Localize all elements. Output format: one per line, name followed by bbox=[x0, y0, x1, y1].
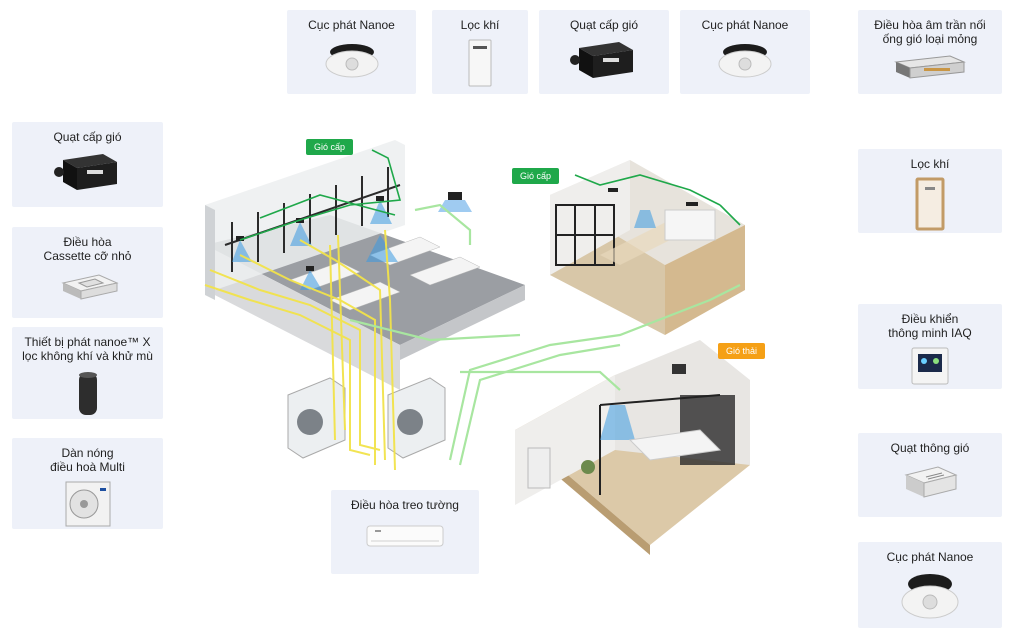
lobby-room-illustration bbox=[515, 340, 750, 555]
meeting-room-illustration bbox=[550, 160, 745, 335]
nanoe-x-device-icon bbox=[78, 372, 97, 415]
card-label: Dàn nóng điều hoà Multi bbox=[50, 446, 125, 474]
fresh-air-fan-icon bbox=[570, 42, 633, 78]
nanoe-generator-icon bbox=[325, 44, 378, 78]
iaq-controller-icon bbox=[911, 347, 949, 385]
air-purifier-icon bbox=[915, 177, 945, 231]
card-label: Quạt cấp gió bbox=[53, 130, 122, 144]
airflow-lines bbox=[349, 203, 741, 466]
card-label: Điều hòa treo tường bbox=[351, 498, 459, 512]
wall-ac-icon bbox=[366, 525, 444, 547]
refrigerant-piping bbox=[204, 229, 396, 471]
card-right-air-purifier[interactable]: Lọc khí bbox=[858, 149, 1002, 233]
air-purifier-icon bbox=[468, 39, 492, 87]
nanoe-generator-icon bbox=[718, 44, 772, 78]
card-left-nanoe-x-device[interactable]: Thiết bị phát nanoe™ X lọc không khí và … bbox=[12, 327, 163, 419]
outdoor-unit-icon bbox=[65, 481, 110, 527]
card-label: Quạt thông gió bbox=[890, 441, 970, 455]
card-label: Điều khiển thông minh IAQ bbox=[888, 312, 972, 340]
ventilation-fan-icon bbox=[904, 466, 958, 498]
outdoor-unit-2 bbox=[387, 377, 446, 459]
card-right-nanoe-generator[interactable]: Cục phát Nanoe bbox=[858, 542, 1002, 628]
card-wall-mounted-ac[interactable]: Điều hòa treo tường bbox=[331, 490, 479, 574]
card-label: Cục phát Nanoe bbox=[886, 550, 974, 564]
fresh-air-fan-icon bbox=[53, 154, 117, 190]
card-top-nanoe-generator-2[interactable]: Cục phát Nanoe bbox=[680, 10, 810, 94]
supply-air-tag-office: Gió cấp bbox=[306, 139, 354, 155]
cassette-ac-icon bbox=[60, 274, 119, 300]
card-left-multi-outdoor-unit[interactable]: Dàn nóng điều hoà Multi bbox=[12, 438, 163, 529]
exhaust-air-tag: Gió thải bbox=[718, 343, 766, 359]
supply-air-duct bbox=[239, 149, 741, 241]
card-label: Điều hòa âm trần nối ống gió loại mỏng bbox=[874, 18, 986, 46]
card-top-nanoe-generator-1[interactable]: Cục phát Nanoe bbox=[287, 10, 416, 94]
card-top-air-purifier[interactable]: Lọc khí bbox=[432, 10, 528, 94]
card-label: Lọc khí bbox=[910, 157, 950, 171]
ducted-ac-icon bbox=[894, 55, 966, 79]
card-label: Thiết bị phát nanoe™ X lọc không khí và … bbox=[22, 335, 153, 363]
open-office-illustration bbox=[205, 140, 525, 390]
outdoor-unit-1 bbox=[287, 377, 346, 459]
nanoe-generator-icon bbox=[901, 574, 959, 619]
card-label: Quạt cấp gió bbox=[569, 18, 639, 32]
card-label: Điều hòa Cassette cỡ nhỏ bbox=[43, 235, 132, 263]
card-ducted-ac[interactable]: Điều hòa âm trần nối ống gió loại mỏng bbox=[858, 10, 1002, 94]
card-left-cassette-ac[interactable]: Điều hòa Cassette cỡ nhỏ bbox=[12, 227, 163, 318]
card-left-fresh-air-fan[interactable]: Quạt cấp gió bbox=[12, 122, 163, 207]
card-label: Cục phát Nanoe bbox=[701, 18, 789, 32]
card-label: Lọc khí bbox=[460, 18, 500, 32]
card-ventilation-fan[interactable]: Quạt thông gió bbox=[858, 433, 1002, 517]
card-iaq-controller[interactable]: Điều khiển thông minh IAQ bbox=[858, 304, 1002, 389]
supply-air-tag-meeting-room: Gió cấp bbox=[512, 168, 560, 184]
card-top-fresh-air-fan[interactable]: Quạt cấp gió bbox=[539, 10, 669, 94]
card-label: Cục phát Nanoe bbox=[308, 18, 395, 32]
